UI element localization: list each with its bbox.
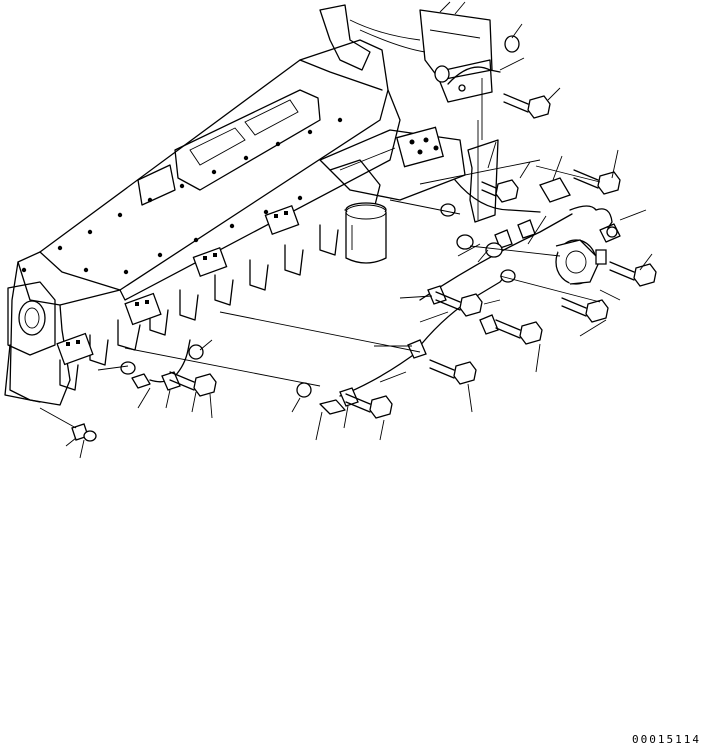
- leader-lines: [66, 24, 652, 458]
- intake-manifold-icon: [5, 2, 492, 405]
- bolt-icon: [84, 36, 656, 441]
- drawing-number: 00015114: [632, 733, 701, 746]
- assembly-lines: [40, 120, 600, 428]
- bracket-icon: [436, 60, 498, 222]
- clamp-icon: [72, 220, 535, 440]
- fuel-filter-icon: [330, 160, 386, 263]
- sensor-icon: [556, 224, 620, 284]
